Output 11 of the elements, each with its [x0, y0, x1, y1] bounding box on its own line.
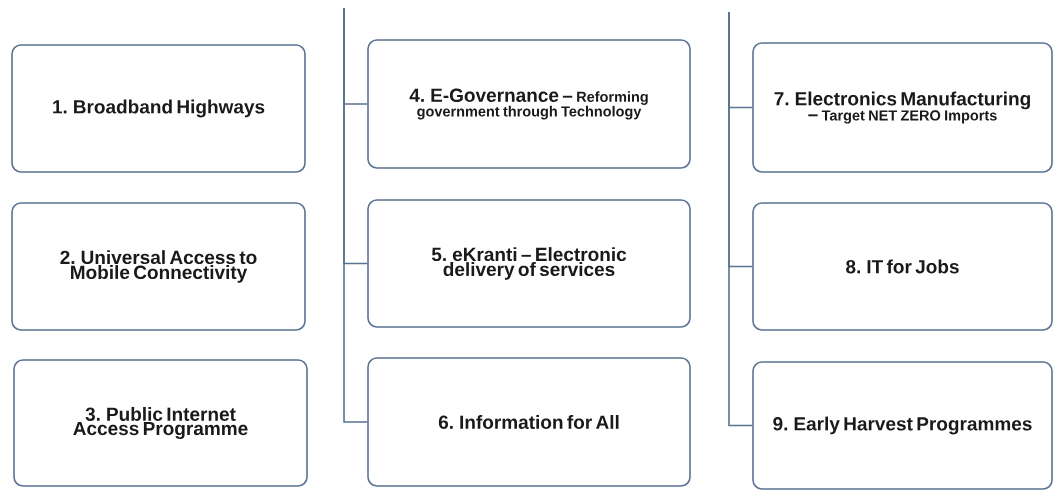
connector-line — [343, 7, 368, 423]
program-box: 8. IT for Jobs — [752, 202, 1053, 331]
connector-line — [728, 11, 753, 427]
program-box: 2. Universal Access to Mobile Connectivity — [11, 202, 306, 331]
program-box: 9. Early Harvest Programmes — [752, 361, 1053, 490]
program-box: 1. Broadband Highways — [11, 44, 306, 173]
program-box: 5. eKranti – Electronic delivery of services — [367, 199, 691, 328]
program-box: 6. Information for All — [367, 357, 691, 487]
program-box: 4. E-Governance – Reforming government through Technology — [367, 39, 691, 169]
program-box: 3. Public Internet Access Programme — [13, 359, 308, 487]
program-box: 7. Electronics Manufacturing – Target NET ZERO Imports — [752, 42, 1053, 173]
